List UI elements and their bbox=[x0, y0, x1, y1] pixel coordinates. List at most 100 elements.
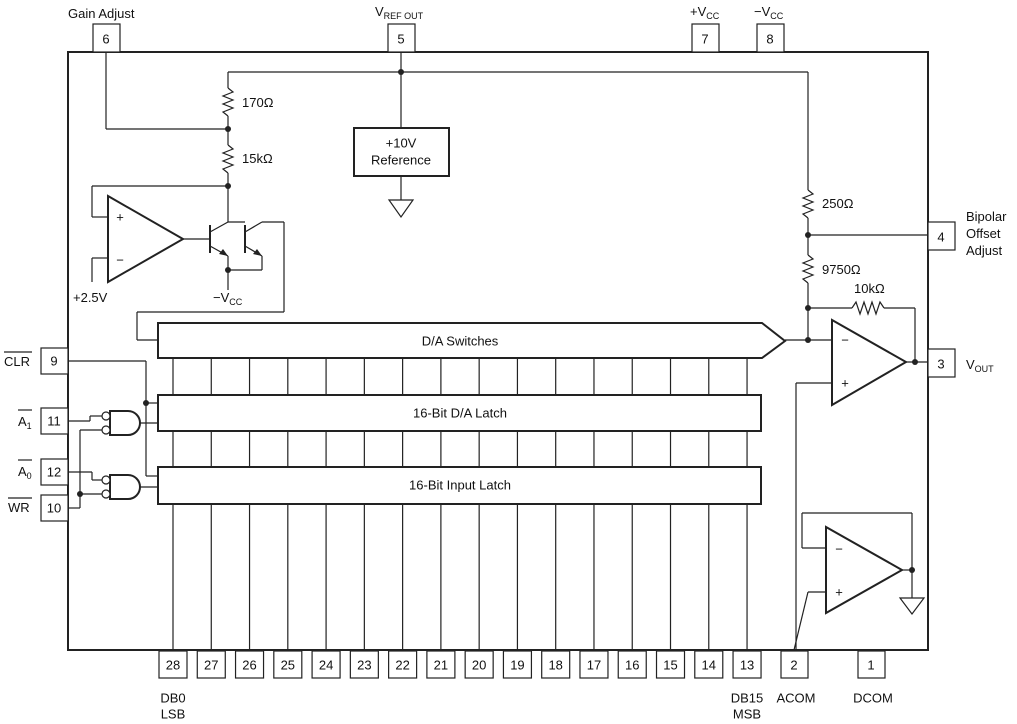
pin-13-number: 13 bbox=[740, 658, 754, 673]
pin-11-number: 11 bbox=[47, 414, 61, 429]
db0-label: DB0 bbox=[160, 691, 185, 706]
pin-14 bbox=[694, 650, 724, 679]
ref-line2: Reference bbox=[371, 153, 431, 168]
pin-16-number: 16 bbox=[625, 658, 639, 673]
pin-4-number: 4 bbox=[937, 230, 944, 245]
vcc-neg-label: −VCC bbox=[754, 4, 784, 21]
acom-label: ACOM bbox=[777, 691, 816, 706]
input-latch-label: 16-Bit Input Latch bbox=[409, 478, 511, 493]
resistor-10k bbox=[851, 300, 885, 316]
opamp-reference-control bbox=[107, 194, 186, 284]
clr-label: CLR bbox=[4, 354, 30, 369]
pin-15 bbox=[655, 650, 686, 679]
pin-26-number: 26 bbox=[242, 658, 256, 673]
r250-label: 250Ω bbox=[822, 196, 854, 211]
bipolar-line2: Offset bbox=[966, 226, 1001, 241]
pin-11 bbox=[40, 407, 69, 435]
reference-box bbox=[353, 127, 450, 177]
pin-20 bbox=[464, 650, 494, 679]
junction-vref bbox=[398, 69, 404, 75]
plus-2v5-label: +2.5V bbox=[73, 290, 108, 305]
pin-9-number: 9 bbox=[50, 354, 57, 369]
svg-text:−: − bbox=[835, 542, 843, 557]
pin-6-number: 6 bbox=[102, 32, 109, 47]
pin-17 bbox=[579, 650, 609, 679]
svg-text:+: + bbox=[841, 376, 849, 391]
msb-label: MSB bbox=[733, 707, 761, 722]
ground-symbol-ref bbox=[387, 199, 415, 219]
pin-10-number: 10 bbox=[47, 501, 61, 516]
pin-24 bbox=[311, 650, 341, 679]
lsb-label: LSB bbox=[161, 707, 186, 722]
pin-18 bbox=[541, 650, 571, 679]
pin-2-number: 2 bbox=[790, 658, 797, 673]
pin-2 bbox=[780, 650, 809, 679]
dcom-label: DCOM bbox=[853, 691, 893, 706]
pin-15-number: 15 bbox=[663, 658, 677, 673]
gain-adjust-label: Gain Adjust bbox=[68, 6, 135, 21]
da-switches-label: D/A Switches bbox=[422, 334, 499, 349]
svg-text:+: + bbox=[835, 585, 843, 600]
bipolar-line1: Bipolar bbox=[966, 209, 1007, 224]
r10k-label: 10kΩ bbox=[854, 281, 885, 296]
data-bus-lines bbox=[172, 358, 748, 650]
pin-17-number: 17 bbox=[587, 658, 601, 673]
a0-label: A0 bbox=[18, 464, 32, 481]
pin-1 bbox=[857, 650, 886, 679]
r9750-label: 9750Ω bbox=[822, 262, 861, 277]
svg-text:−: − bbox=[841, 333, 849, 348]
vout-label: VOUT bbox=[966, 357, 994, 374]
pin-21 bbox=[426, 650, 456, 679]
and-gate-a0 bbox=[109, 474, 141, 500]
pin-22-number: 22 bbox=[395, 658, 409, 673]
r170-label: 170Ω bbox=[242, 95, 274, 110]
pin-24-number: 24 bbox=[319, 658, 333, 673]
input-latch-block bbox=[157, 466, 762, 505]
svg-text:+: + bbox=[116, 210, 124, 225]
pin-14-number: 14 bbox=[702, 658, 716, 673]
vcc-pos-label: +VCC bbox=[690, 4, 720, 21]
opamp-buffer bbox=[825, 525, 905, 615]
pin-7 bbox=[691, 23, 720, 53]
pin-21-number: 21 bbox=[434, 658, 448, 673]
da-switches-block bbox=[157, 322, 787, 359]
pin-23 bbox=[349, 650, 379, 679]
pin-22 bbox=[388, 650, 418, 679]
pin-13 bbox=[732, 650, 762, 679]
pin-28-number: 28 bbox=[166, 658, 180, 673]
svg-text:−: − bbox=[116, 253, 124, 268]
r15k-label: 15kΩ bbox=[242, 151, 273, 166]
pin-1-number: 1 bbox=[867, 658, 874, 673]
pin-3-number: 3 bbox=[937, 357, 944, 372]
pin-25-number: 25 bbox=[281, 658, 295, 673]
bipolar-line3: Adjust bbox=[966, 243, 1003, 258]
pin-5-number: 5 bbox=[397, 32, 404, 47]
pin-18-number: 18 bbox=[548, 658, 562, 673]
pin-28 bbox=[158, 650, 188, 679]
pin-12-number: 12 bbox=[47, 465, 61, 480]
pin-19-number: 19 bbox=[510, 658, 524, 673]
pin-19 bbox=[502, 650, 533, 679]
resistor-15k bbox=[221, 144, 235, 174]
pin-23-number: 23 bbox=[357, 658, 371, 673]
pin-8-number: 8 bbox=[766, 32, 773, 47]
pin-12 bbox=[40, 458, 69, 486]
da-latch-block bbox=[157, 394, 762, 432]
pin-20-number: 20 bbox=[472, 658, 486, 673]
pin-10 bbox=[40, 494, 69, 522]
pin-26 bbox=[234, 650, 265, 679]
resistor-170 bbox=[221, 87, 235, 117]
pin-7-number: 7 bbox=[701, 32, 708, 47]
pin-25 bbox=[273, 650, 303, 679]
opamp-output bbox=[831, 318, 909, 407]
pin-27 bbox=[196, 650, 226, 679]
and-gate-a1 bbox=[109, 410, 141, 436]
a1-label: A1 bbox=[18, 414, 32, 431]
wr-label: WR bbox=[8, 500, 30, 515]
vref-out-label: VREF OUT bbox=[375, 4, 424, 21]
ground-symbol-buffer bbox=[898, 597, 926, 615]
db15-label: DB15 bbox=[731, 691, 764, 706]
da-latch-label: 16-Bit D/A Latch bbox=[413, 406, 507, 421]
